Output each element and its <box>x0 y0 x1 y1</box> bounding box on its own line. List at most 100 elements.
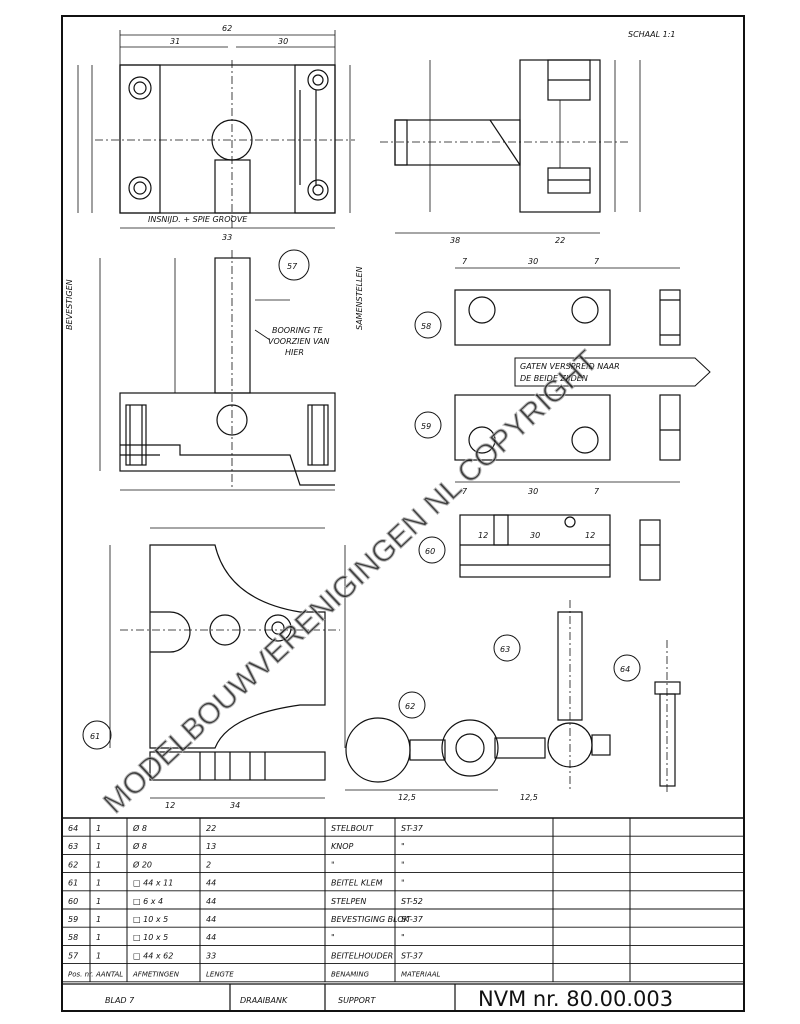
callout-58-label: 58 <box>421 322 431 331</box>
table-cell: 1 <box>96 915 101 924</box>
table-cell: STELPEN <box>331 897 366 906</box>
table-cell: □ 6 x 4 <box>133 897 163 906</box>
title-machine: DRAAIBANK <box>240 996 288 1005</box>
dim-top-left: 31 <box>170 37 180 46</box>
table-cell: KNOP <box>331 842 354 851</box>
part-57-side-view <box>380 59 641 234</box>
table-cell: 44 <box>206 879 216 888</box>
watermark: MODELBOUWVERENIGINGEN NL COPYRIGHT <box>97 344 604 820</box>
callout-63-label: 63 <box>500 645 510 654</box>
dim-62-a: 12,5 <box>398 793 416 802</box>
note-top-view: INSNIJD. + SPIE GROOVE <box>148 215 248 224</box>
table-cell: Ø 20 <box>132 859 152 869</box>
callout-62-label: 62 <box>405 702 415 711</box>
table-cell: 58 <box>68 933 78 942</box>
dim-61-b: 34 <box>230 801 240 810</box>
table-cell: □ 44 x 62 <box>133 951 173 960</box>
table-cell: " <box>401 842 405 851</box>
dim-58-c: 7 <box>594 257 600 266</box>
table-cell: 62 <box>68 860 78 869</box>
title-sheet-label: BLAD 7 <box>105 996 135 1005</box>
table-cell: ST-37 <box>401 824 424 833</box>
table-cell: 1 <box>96 879 101 888</box>
part-64 <box>654 640 681 795</box>
arrow-note-1: GATEN VERSPREID NAAR <box>520 362 620 371</box>
dim-61-a: 12 <box>165 801 175 810</box>
table-cell: Ø 8 <box>132 841 147 851</box>
dim-top-overall: 62 <box>222 24 232 33</box>
callout-57 <box>278 249 310 281</box>
table-cell: ST-52 <box>401 897 423 906</box>
table-header-cell: LENGTE <box>206 971 234 979</box>
dim-62-b: 12,5 <box>520 793 538 802</box>
sheet-border <box>61 15 745 1012</box>
table-cell: ST-37 <box>401 951 424 960</box>
part-60 <box>459 514 661 581</box>
table-cell: BEVESTIGING BLOK <box>331 915 410 924</box>
part-63 <box>547 600 611 790</box>
table-cell: 60 <box>68 897 78 906</box>
dim-58-b: 30 <box>528 257 538 266</box>
dim-58-a: 7 <box>462 257 468 266</box>
table-header-cell: Pos. nr. <box>68 971 94 979</box>
table-cell: 1 <box>96 897 101 906</box>
table-cell: 57 <box>68 951 79 960</box>
dim-60-b: 30 <box>530 531 540 540</box>
dim-side-a: 38 <box>450 236 460 245</box>
table-cell: 44 <box>206 897 216 906</box>
table-cell: 1 <box>96 933 101 942</box>
note-57-b: VOORZIEN VAN <box>268 337 329 346</box>
callout-64 <box>613 654 641 682</box>
table-cell: 63 <box>68 842 78 851</box>
table-cell: 1 <box>96 824 101 833</box>
table-cell: 64 <box>68 824 78 833</box>
scale-label: SCHAAL 1:1 <box>628 30 676 39</box>
table-cell: 13 <box>206 842 216 851</box>
arrow-note <box>514 357 711 387</box>
title-part: SUPPORT <box>338 996 376 1005</box>
table-cell: 1 <box>96 860 101 869</box>
arrow-note-2: DE BEIDE ZIJDEN <box>520 374 588 383</box>
dim-59-b: 30 <box>528 487 538 496</box>
table-cell: 44 <box>206 915 216 924</box>
table-header-cell: BENAMING <box>331 971 370 979</box>
table-cell: BEITELHOUDER <box>331 951 393 960</box>
table-cell: " <box>331 860 335 869</box>
dim-top-right: 30 <box>278 37 288 46</box>
note-57-a: BOORING TE <box>272 326 324 335</box>
callout-63 <box>493 634 521 662</box>
part-58-plate <box>454 267 681 346</box>
table-cell: ST-37 <box>401 915 424 924</box>
callout-61-label: 61 <box>90 732 100 741</box>
table-cell: □ 10 x 5 <box>133 915 168 924</box>
table-header-cell: MATERIAAL <box>401 971 441 979</box>
callout-59 <box>414 411 442 439</box>
callout-62 <box>398 691 426 719</box>
callout-57-label: 57 <box>287 262 298 271</box>
part-57-front-view <box>99 250 336 491</box>
table-cell: 44 <box>206 933 216 942</box>
table-cell: 2 <box>206 860 211 869</box>
part-61 <box>109 527 346 799</box>
dim-59-c: 7 <box>594 487 600 496</box>
callout-60-label: 60 <box>425 547 435 556</box>
callout-64-label: 64 <box>620 665 630 674</box>
part-59-plate <box>454 394 681 483</box>
table-cell: " <box>401 933 405 942</box>
callout-59-label: 59 <box>421 422 431 431</box>
table-cell: 59 <box>68 915 78 924</box>
table-cell: □ 10 x 5 <box>133 933 168 942</box>
table-header-cell: AFMETINGEN <box>132 971 180 979</box>
dim-bottom-overall: 33 <box>222 233 232 242</box>
table-cell: " <box>331 933 335 942</box>
table-cell: STELBOUT <box>331 824 374 833</box>
callout-60 <box>418 536 446 564</box>
table-cell: □ 44 x 11 <box>133 879 173 888</box>
callout-61 <box>82 720 112 750</box>
note-57-c: HIER <box>285 348 304 357</box>
table-cell: 61 <box>68 879 78 888</box>
dim-side-b: 22 <box>555 236 565 245</box>
dim-60-c: 12 <box>585 531 595 540</box>
table-cell: Ø 8 <box>132 823 147 833</box>
